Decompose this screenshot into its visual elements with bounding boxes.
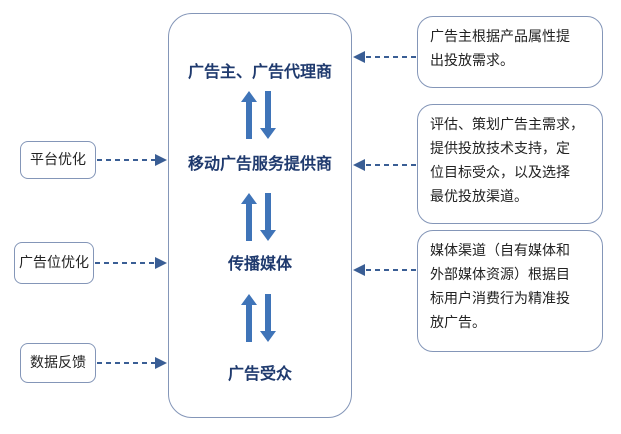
platform-optimization-box: 平台优化 bbox=[20, 141, 96, 179]
bidirectional-arrow-icon bbox=[241, 91, 276, 139]
stage-advertiser: 广告主、广告代理商 bbox=[187, 62, 332, 81]
stage-audience: 广告受众 bbox=[227, 364, 292, 383]
note-line: 最优投放渠道。 bbox=[430, 189, 528, 205]
media-note: 媒体渠道（自有媒体和 外部媒体资源）根据目 标用户消费行为精准投 放广告。 bbox=[417, 230, 603, 352]
platform-optimization-label: 平台优化 bbox=[30, 152, 86, 168]
note-line: 外部媒体资源）根据目 bbox=[430, 267, 570, 283]
service-provider-note: 评估、策划广告主需求， 提供投放技术支持，定 位目标受众，以及选择 最优投放渠道… bbox=[417, 104, 603, 224]
note-line: 评估、策划广告主需求， bbox=[430, 117, 584, 133]
flow-container: 广告主、广告代理商 移动广告服务提供商 传播媒体 广告受众 bbox=[168, 13, 352, 418]
ad-slot-optimization-label: 广告位优化 bbox=[19, 255, 89, 271]
bidirectional-arrow-icon bbox=[241, 294, 276, 342]
data-feedback-label: 数据反馈 bbox=[30, 355, 86, 371]
note-line: 广告主根据产品属性提 bbox=[430, 29, 570, 45]
ad-slot-optimization-box: 广告位优化 bbox=[14, 242, 94, 284]
stage-media: 传播媒体 bbox=[227, 254, 292, 273]
note-line: 提供投放技术支持，定 bbox=[430, 141, 570, 157]
note-line: 媒体渠道（自有媒体和 bbox=[430, 243, 570, 259]
stage-service-provider: 移动广告服务提供商 bbox=[187, 154, 332, 173]
note-line: 出投放需求。 bbox=[430, 53, 514, 69]
note-line: 位目标受众，以及选择 bbox=[430, 165, 570, 181]
bidirectional-arrow-icon bbox=[241, 193, 276, 241]
data-feedback-box: 数据反馈 bbox=[20, 343, 96, 383]
note-line: 放广告。 bbox=[430, 315, 486, 331]
advertiser-note: 广告主根据产品属性提 出投放需求。 bbox=[417, 16, 603, 88]
note-line: 标用户消费行为精准投 bbox=[430, 291, 570, 307]
